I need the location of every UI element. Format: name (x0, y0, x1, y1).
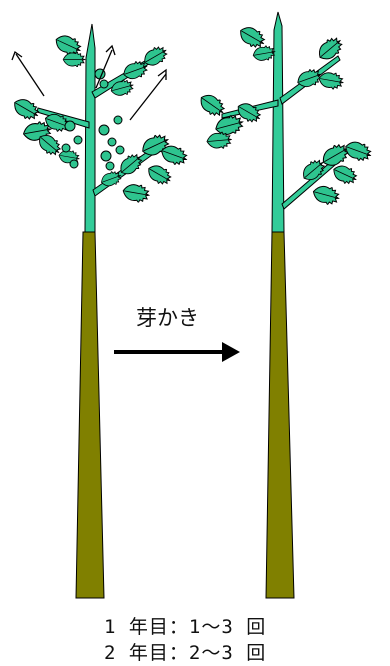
trunk-before (75, 231, 105, 599)
tree-after (195, 11, 374, 599)
young-buds (61, 68, 125, 171)
removal-arrows (11, 44, 167, 121)
process-arrow (114, 342, 240, 362)
frequency-year-2: 2 年目：2～3 回 (104, 642, 267, 664)
stem-after (271, 11, 285, 233)
trunk-after (265, 231, 295, 599)
frequency-year-1: 1 年目：1～3 回 (104, 616, 267, 638)
action-label: 芽かき (136, 306, 199, 330)
stem-before (84, 23, 96, 233)
tree-before (9, 23, 190, 599)
